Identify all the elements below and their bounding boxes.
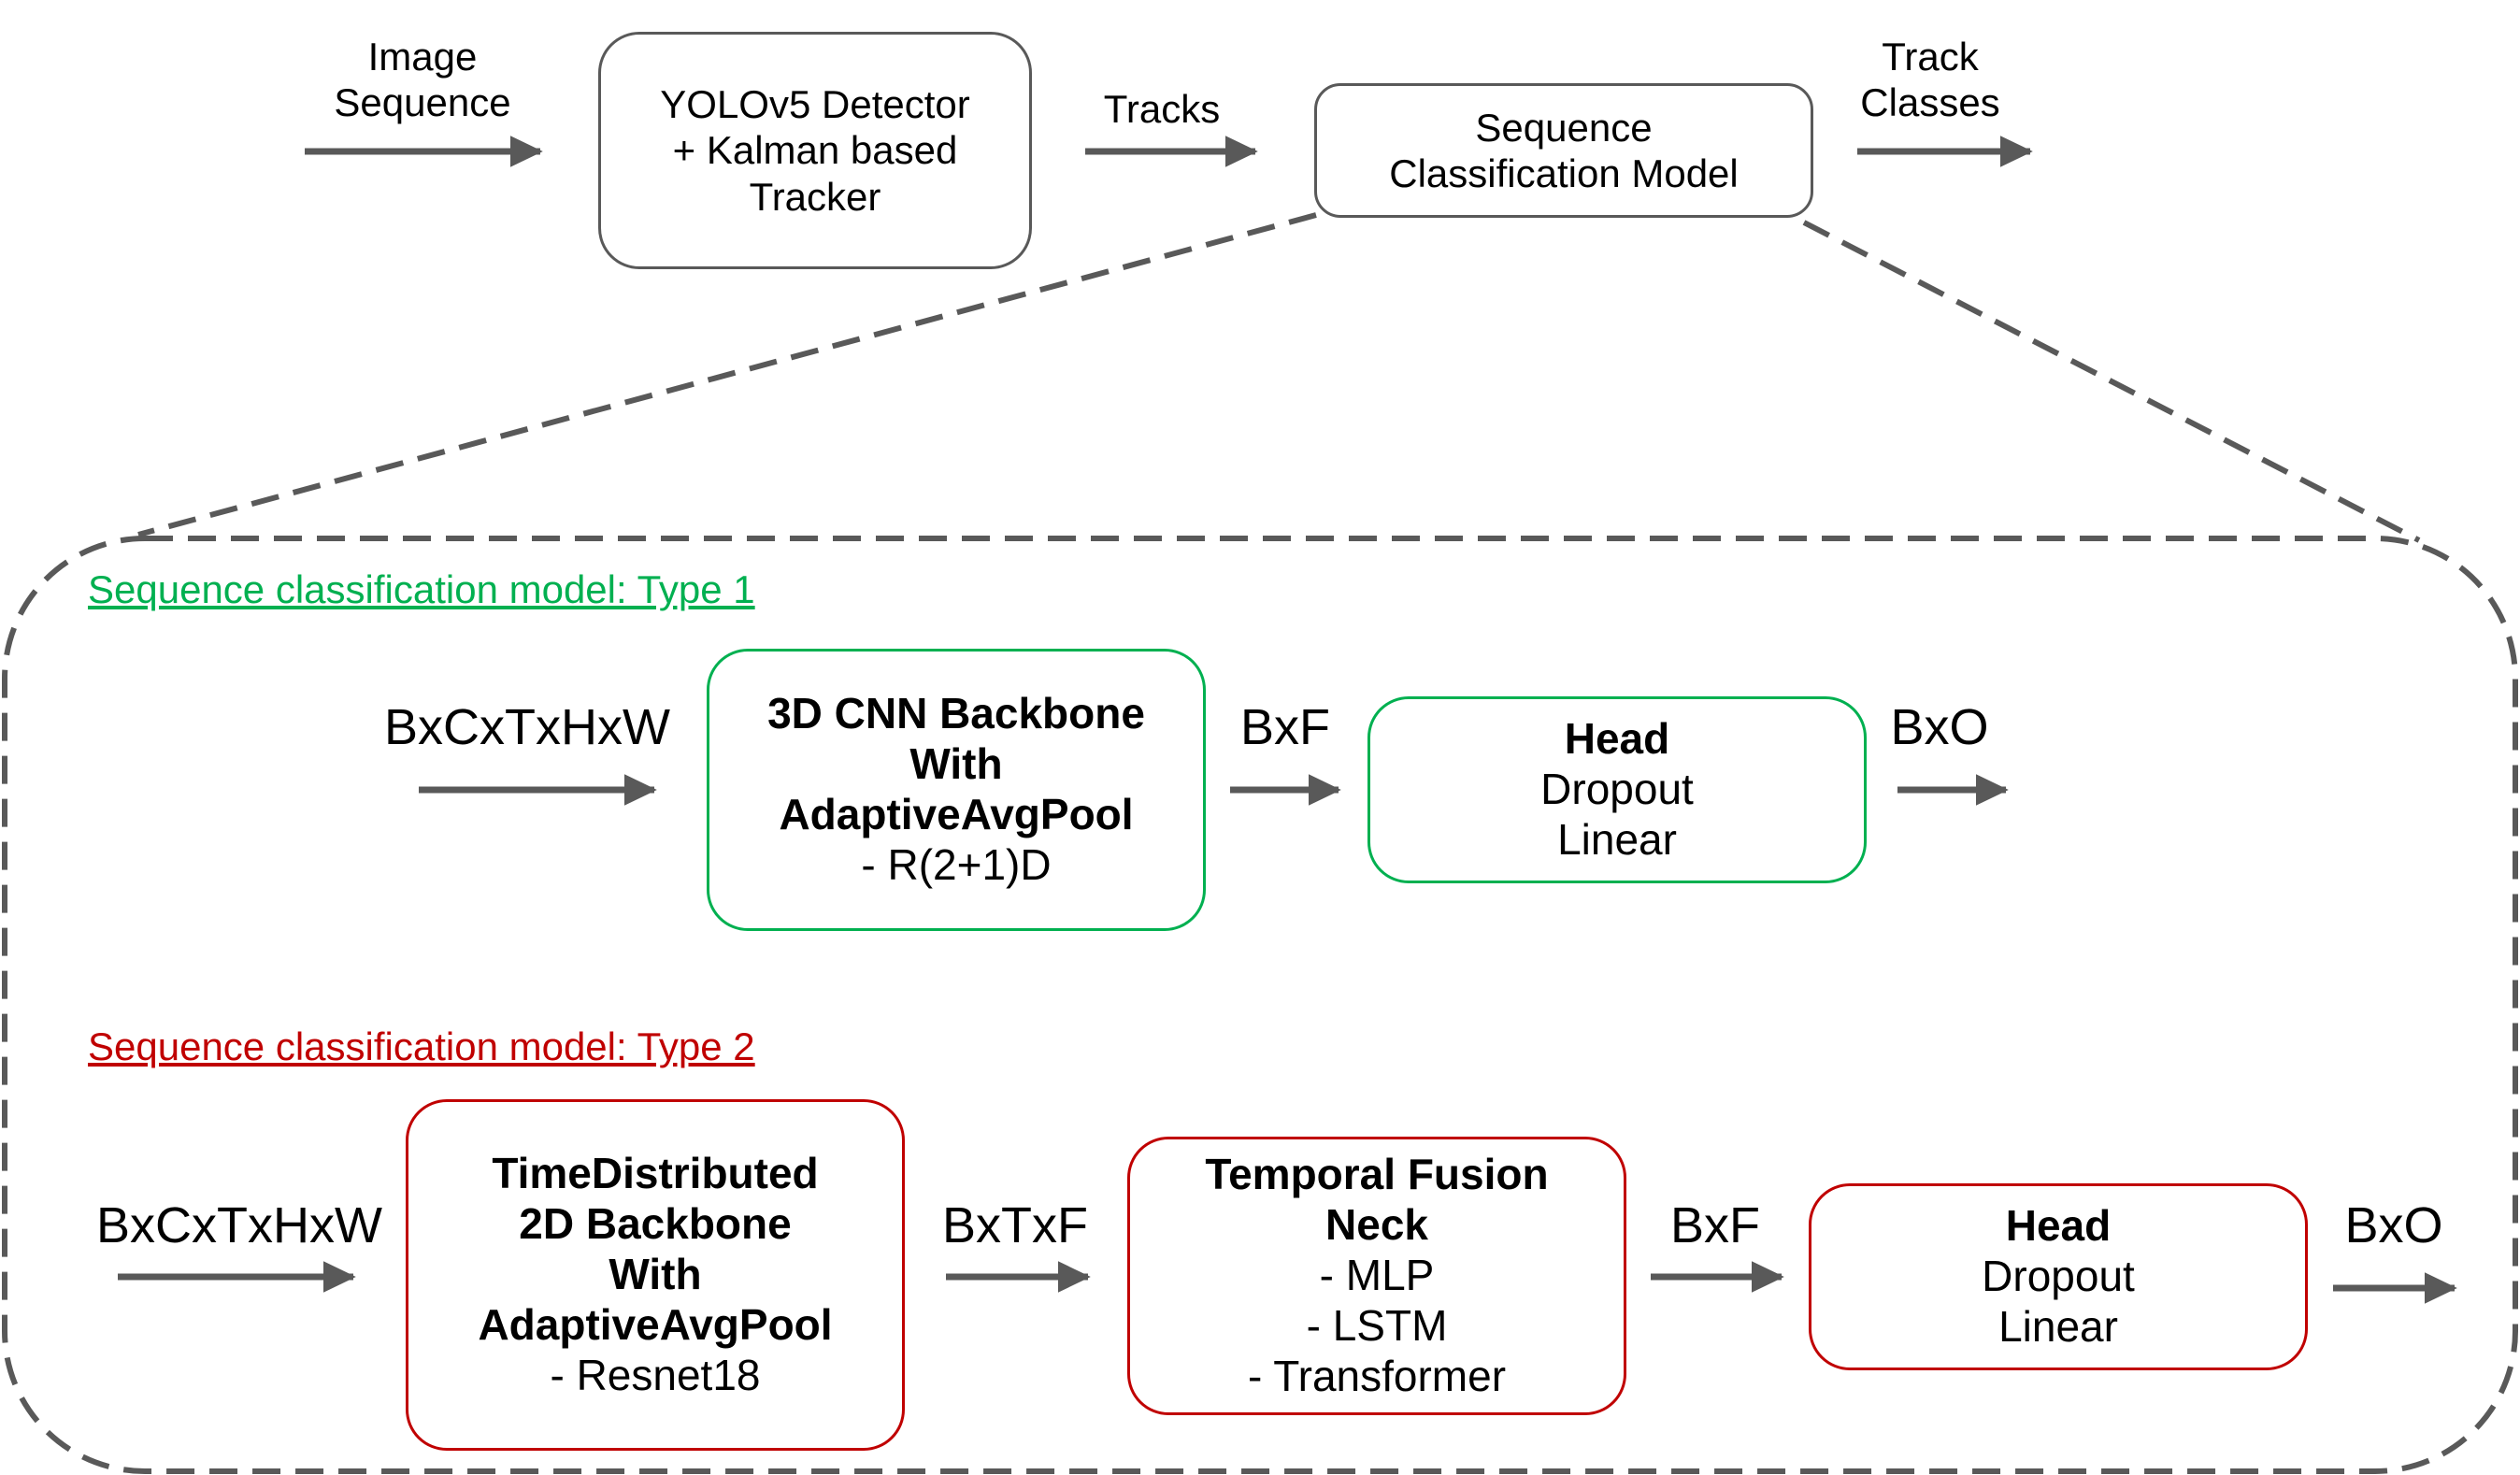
- type2-input-label: BxCxTxHxW: [96, 1197, 382, 1253]
- type2-title: Sequence classification model: Type 2: [88, 1024, 755, 1068]
- type1-backbone-box: 3D CNN Backbone With AdaptiveAvgPool - R…: [707, 649, 1206, 931]
- type2-output-label: BxO: [2344, 1197, 2443, 1253]
- track-classes-label: Track Classes: [1860, 35, 2000, 125]
- type1-mid-label: BxF: [1239, 699, 1330, 755]
- pipeline-input-label: Image Sequence: [334, 35, 511, 125]
- type1-input-label: BxCxTxHxW: [384, 699, 670, 755]
- type1-title: Sequence classification model: Type 1: [88, 567, 755, 611]
- type1-output-label: BxO: [1890, 699, 1989, 755]
- zoom-line-right: [1802, 220, 2421, 543]
- type1-head-box: Head Dropout Linear: [1367, 696, 1867, 883]
- tracks-label: Tracks: [1103, 87, 1221, 131]
- type2-backbone-box: TimeDistributed 2D Backbone With Adaptiv…: [406, 1099, 905, 1451]
- sequence-model-box: Sequence Classification Model: [1314, 83, 1813, 218]
- type2-neck-box: Temporal Fusion Neck - MLP - LSTM - Tran…: [1127, 1137, 1626, 1415]
- type2-head-box: Head Dropout Linear: [1809, 1183, 2308, 1370]
- type2-mid-label-1: BxTxF: [942, 1197, 1088, 1253]
- detector-tracker-box: YOLOv5 Detector + Kalman based Tracker: [598, 32, 1032, 269]
- detail-container: [2, 536, 2518, 1474]
- type2-mid-label-2: BxF: [1669, 1197, 1760, 1253]
- zoom-line-left: [137, 212, 1317, 537]
